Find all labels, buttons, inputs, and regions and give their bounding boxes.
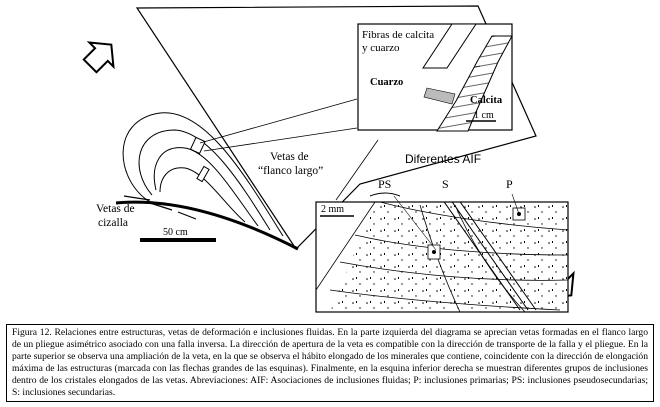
label-s: S xyxy=(442,177,449,191)
caption-text: Figura 12. Relaciones entre estructuras,… xyxy=(12,327,648,399)
figure-caption: Figura 12. Relaciones entre estructuras,… xyxy=(6,324,654,402)
vein-inset xyxy=(357,23,513,132)
scale-bar-50cm xyxy=(140,238,216,242)
thrust-fault xyxy=(115,200,299,251)
fold-layers xyxy=(122,112,284,237)
label-cuarzo: Cuarzo xyxy=(370,77,403,88)
label-scale-1cm: 1 cm xyxy=(474,110,494,121)
label-vetas-cizalla-2: cizalla xyxy=(98,217,128,229)
label-fibras-2: y cuarzo xyxy=(362,42,400,54)
label-vetas-flanco-2: “flanco largo” xyxy=(258,165,323,177)
compression-arrow-top-left xyxy=(82,41,115,74)
label-scale-50cm: 50 cm xyxy=(163,227,188,238)
shear-veins xyxy=(123,195,197,220)
fluid-inclusion-inset xyxy=(315,192,569,313)
label-fibras-1: Fibras de calcita xyxy=(362,29,434,41)
label-scale-2mm: 2 mm xyxy=(321,204,344,215)
label-diferentes-aif: Diferentes AIF xyxy=(405,152,481,166)
label-vetas-cizalla-1: Vetas de xyxy=(96,203,135,215)
label-p: P xyxy=(506,177,513,191)
label-ps: PS xyxy=(378,177,391,191)
quartz-fiber xyxy=(423,87,456,105)
long-flank-veins xyxy=(189,136,210,183)
label-vetas-flanco-1: Vetas de xyxy=(270,151,309,163)
label-calcita: Calcita xyxy=(470,95,503,106)
